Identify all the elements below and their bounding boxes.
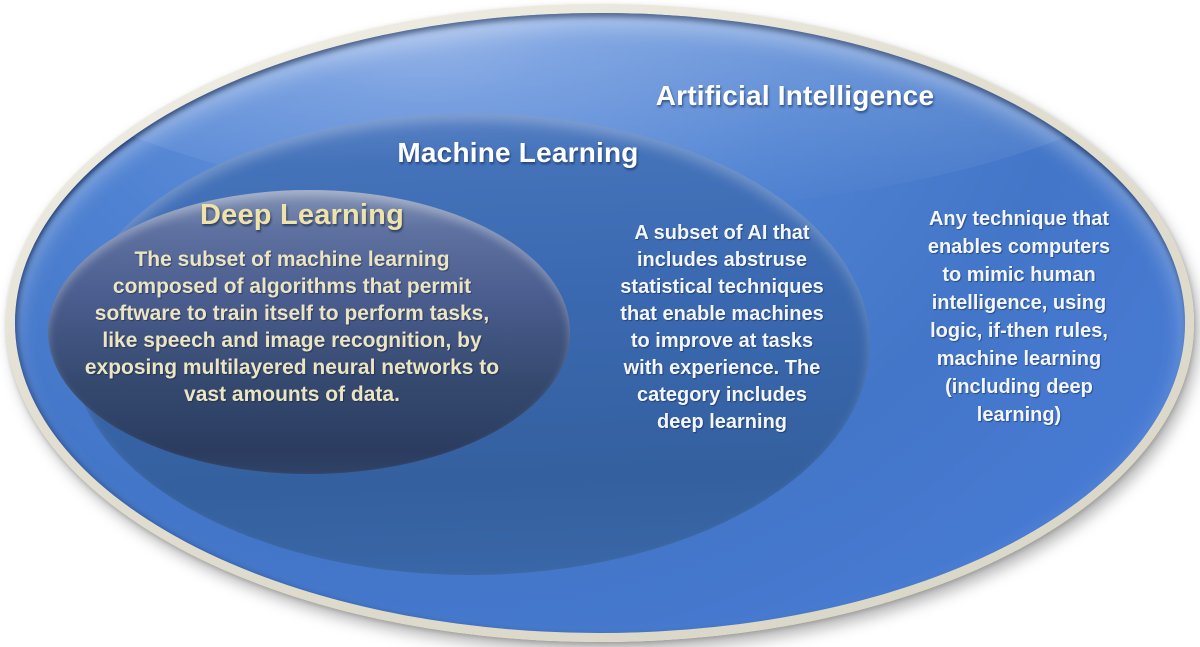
dl-description: The subset of machine learning composed … — [84, 248, 500, 406]
dl-ellipse — [48, 190, 570, 474]
ai-ellipse: Artificial Intelligence Machine Learning… — [15, 13, 1185, 633]
ai-title: Artificial Intelligence — [655, 80, 935, 111]
ai-description: Any technique that enables computers to … — [927, 208, 1111, 426]
ml-description: A subset of AI that includes abstruse st… — [620, 222, 824, 433]
ml-title: Machine Learning — [397, 137, 639, 168]
dl-title: Deep Learning — [199, 199, 405, 231]
outer-ring: Artificial Intelligence Machine Learning… — [6, 4, 1194, 642]
